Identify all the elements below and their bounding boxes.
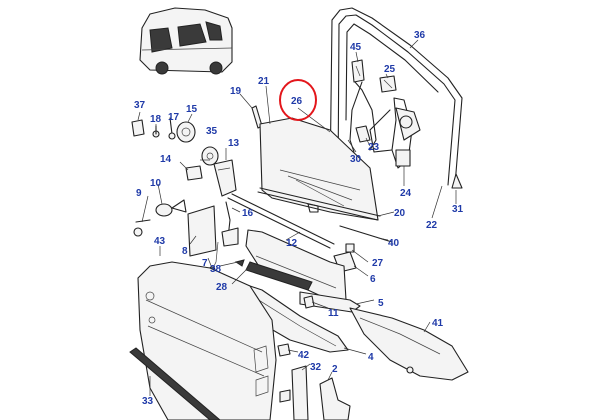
callout-10: 10: [150, 178, 162, 189]
callout-18: 18: [150, 114, 162, 125]
callout-30: 30: [350, 154, 362, 165]
lock-barrel-10: [155, 199, 187, 217]
callout-32: 32: [310, 362, 322, 373]
callout-22: 22: [426, 220, 438, 231]
callout-4: 4: [368, 352, 374, 363]
callout-11: 11: [328, 308, 339, 319]
callout-45: 45: [350, 42, 362, 53]
latch-14: [185, 165, 203, 181]
callout-5: 5: [378, 298, 384, 309]
callout-24: 24: [400, 188, 412, 199]
hinge-2: [319, 377, 351, 420]
callout-19: 19: [230, 86, 242, 97]
callout-27: 27: [372, 258, 384, 269]
highlight-ring: [279, 79, 317, 121]
callout-28: 28: [216, 282, 228, 293]
window-regulator: [349, 81, 421, 169]
inner-belt-strip: [339, 225, 393, 243]
callout-26: 26: [291, 96, 303, 107]
callout-35: 35: [206, 126, 218, 137]
lock-35: [201, 146, 219, 166]
door-pocket-41: [349, 307, 469, 381]
window-run-channel: [329, 7, 463, 186]
clip-38: [234, 259, 245, 267]
callout-8: 8: [182, 246, 188, 257]
callout-16: 16: [242, 208, 254, 219]
callout-14: 14: [160, 154, 172, 165]
trim-strip-28: [245, 261, 313, 291]
callout-37: 37: [134, 100, 146, 111]
callout-6: 6: [370, 274, 376, 285]
screw-18: [152, 125, 160, 138]
callout-2: 2: [332, 364, 338, 375]
glass-channel-strip: [257, 187, 381, 221]
callout-40: 40: [388, 238, 400, 249]
clip-42: [277, 343, 291, 403]
callout-43: 43: [154, 236, 166, 247]
vehicle-thumbnail: [139, 7, 233, 75]
clip-25: [379, 75, 397, 93]
callout-15: 15: [186, 104, 198, 115]
lower-seal-33: [129, 347, 221, 420]
callout-9: 9: [136, 188, 142, 199]
callout-7: 7: [202, 258, 208, 269]
door-shell: [137, 261, 277, 420]
rod-16: [221, 201, 239, 247]
belt-moulding: [227, 193, 335, 249]
callout-20: 20: [394, 208, 406, 219]
callout-25: 25: [384, 64, 396, 75]
leader-lines: [137, 39, 457, 396]
callout-12: 12: [286, 238, 298, 249]
callout-41: 41: [432, 318, 444, 329]
callout-23: 23: [368, 142, 380, 153]
latch-13: [213, 159, 237, 197]
callouts: 36 45 25 21 26 19 37 17 15 18 35 13 14 3…: [134, 30, 464, 407]
wedge-31: [451, 173, 463, 189]
fastener-37: [131, 119, 145, 137]
handle-plate-8: [187, 205, 217, 257]
callout-33: 33: [142, 396, 154, 407]
bracket-45: [351, 59, 365, 83]
hinge-32: [291, 365, 309, 420]
callout-21: 21: [258, 76, 270, 87]
lock-15: [176, 121, 196, 143]
regulator-clip-23: [355, 125, 371, 143]
callout-36: 36: [414, 30, 426, 41]
callout-42: 42: [298, 350, 310, 361]
callout-31: 31: [452, 204, 464, 215]
callout-38: 38: [210, 264, 222, 275]
key-lock-9: [133, 219, 151, 237]
bolt-17: [168, 117, 176, 140]
callout-13: 13: [228, 138, 240, 149]
callout-17: 17: [168, 112, 180, 123]
